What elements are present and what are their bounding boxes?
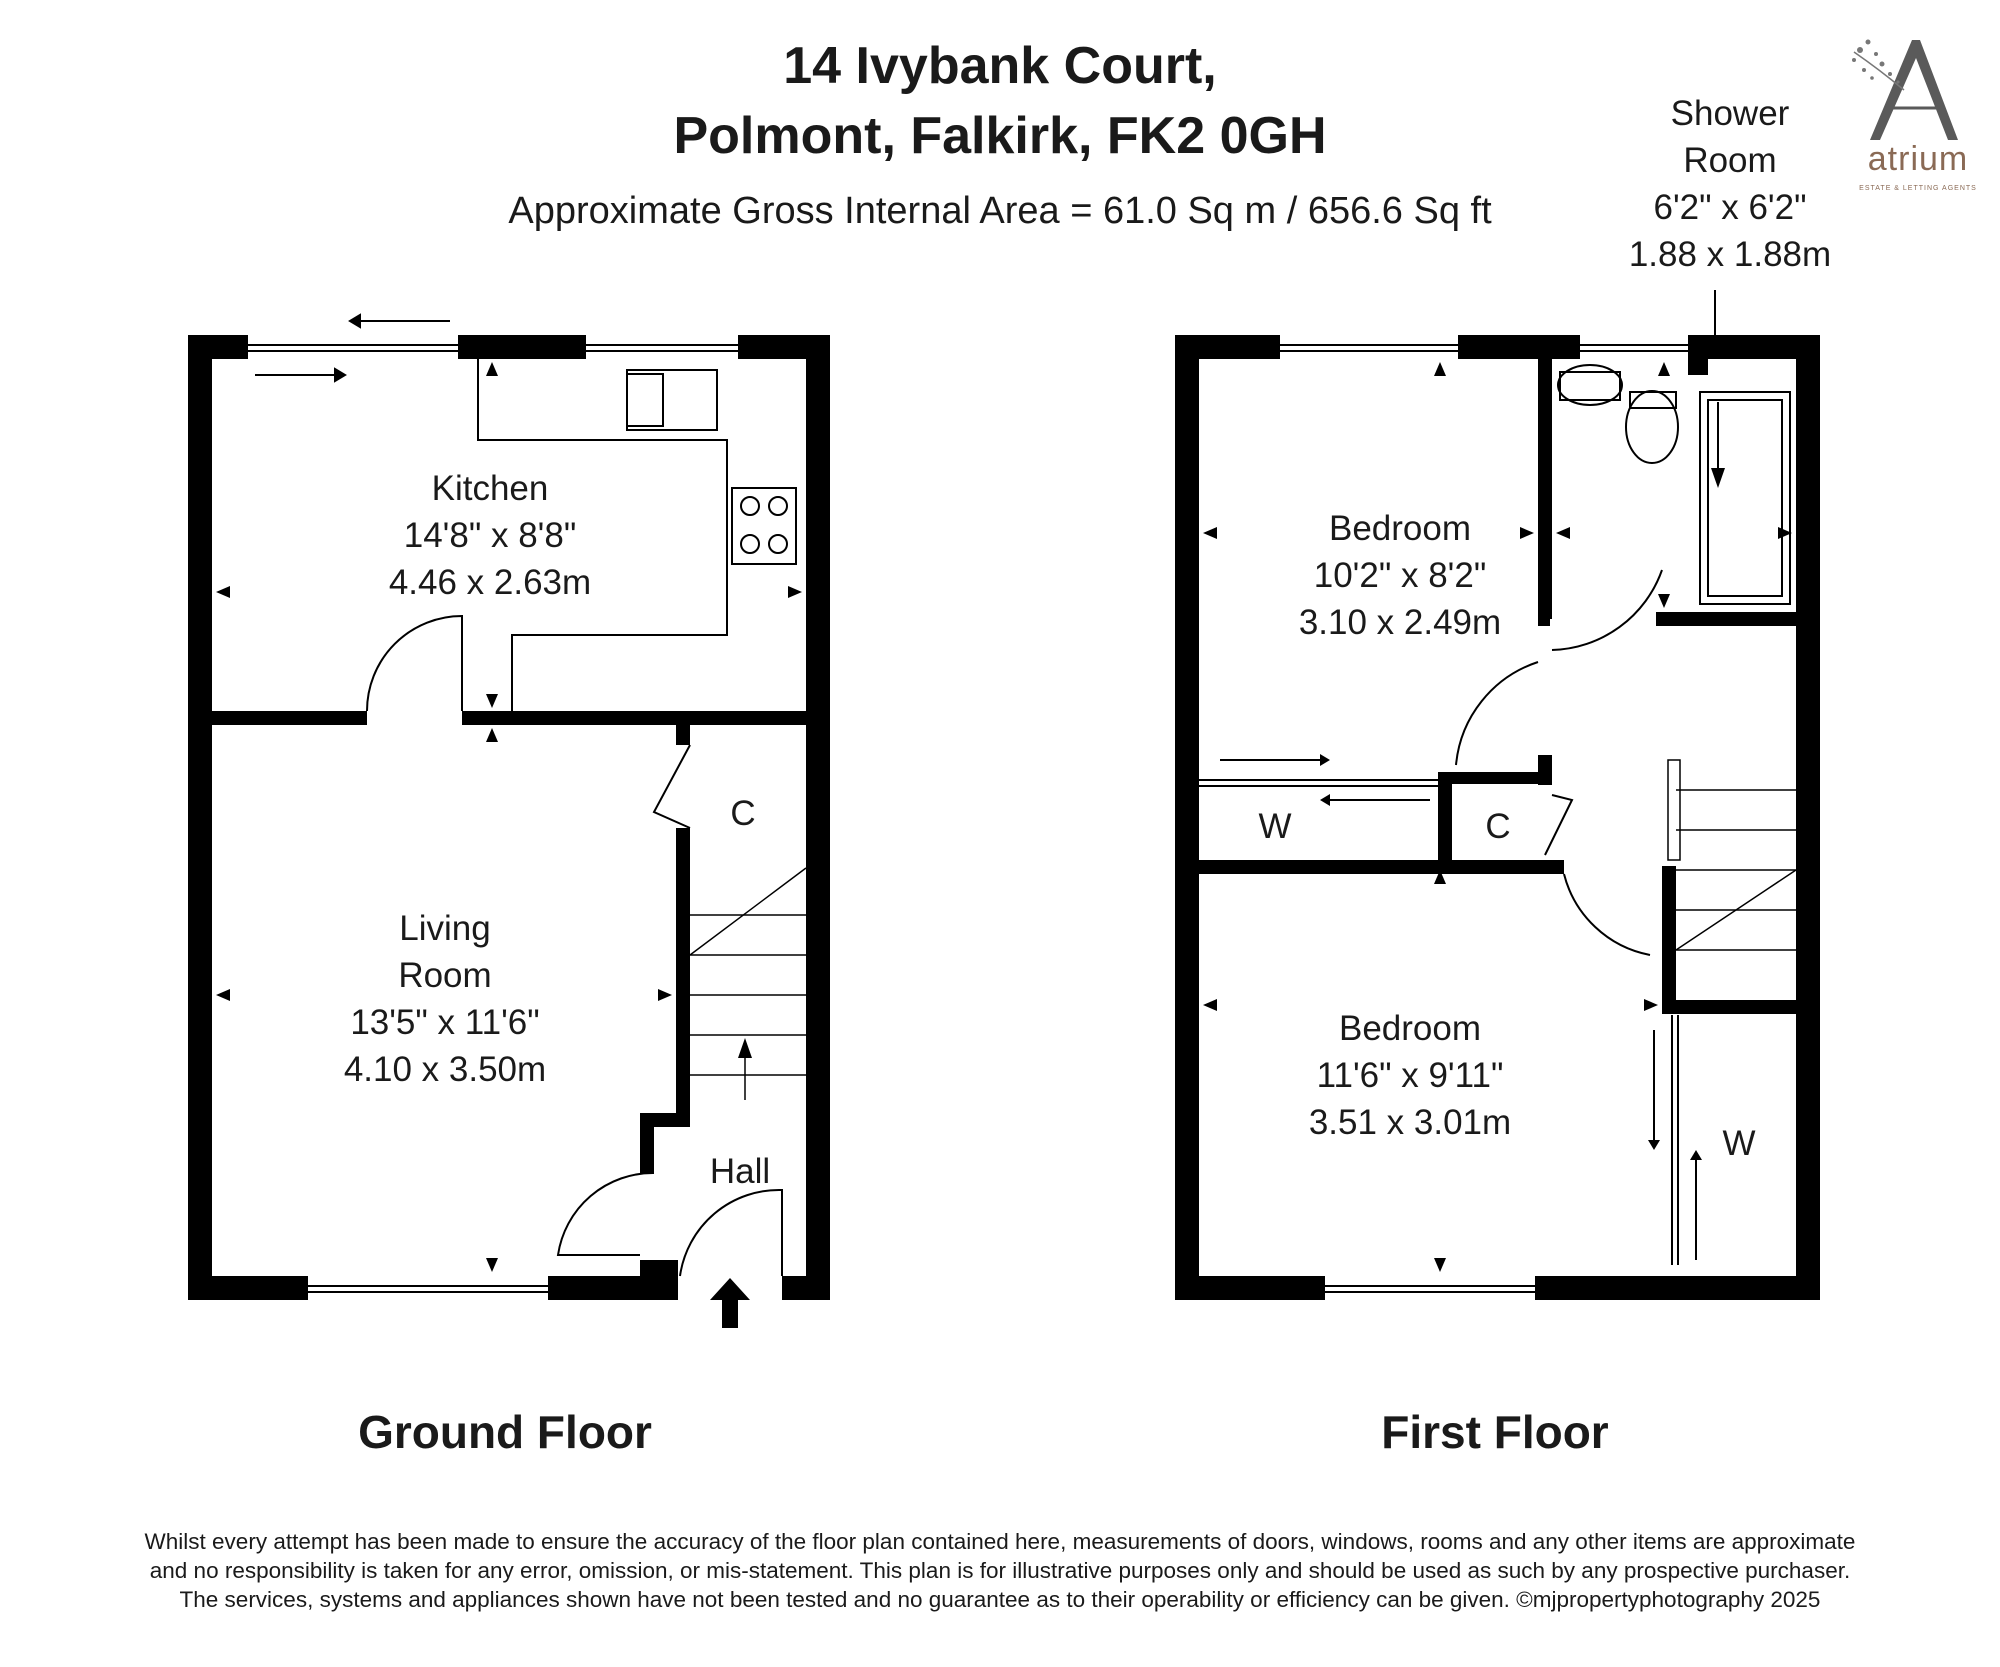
door-front [679, 1188, 783, 1277]
entrance-arrow-icon [710, 1278, 750, 1328]
ff-wall-right [1796, 335, 1820, 1300]
ff-window-bed1 [1280, 344, 1458, 352]
door-cupboard [652, 744, 691, 829]
ff-c-wall-upper [1538, 755, 1552, 785]
ground-floor-label: Ground Floor [358, 1406, 652, 1458]
ff-shower-bottom-wall [1656, 612, 1796, 626]
kitchen-worktop [477, 359, 728, 711]
room-living: Living Room 13'5" x 11'6" 4.10 x 3.50m [310, 905, 580, 1093]
room-name-2: Room [398, 956, 492, 995]
kitchen-hob [731, 487, 797, 565]
gf-stairs [689, 867, 807, 1100]
gross-internal-area: Approximate Gross Internal Area = 61.0 S… [508, 190, 1492, 232]
room-imperial: 13'5" x 11'6" [350, 1003, 540, 1042]
ff-wall-bottom-a [1175, 1276, 1325, 1300]
room-name-2: Room [1683, 141, 1777, 180]
address-line-1: 14 Ivybank Court, [783, 37, 1217, 95]
gf-hall-wall [640, 1113, 654, 1173]
room-shower: Shower Room 6'2" x 6'2" 1.88 x 1.88m [1590, 90, 1870, 278]
address-line-2: Polmont, Falkirk, FK2 0GH [673, 107, 1327, 165]
room-wardrobe-1: W [1258, 807, 1292, 846]
gf-window-living [308, 1285, 548, 1293]
ff-bed1-right-wall [1538, 359, 1552, 619]
door-bed1 [1455, 661, 1539, 766]
room-imperial: 6'2" x 6'2" [1653, 188, 1807, 227]
room-cupboard-gf: C [730, 794, 756, 833]
ff-window-bed2 [1325, 1285, 1535, 1293]
ff-wardrobe2-door [1671, 1015, 1679, 1265]
gf-wall-left [188, 335, 212, 1300]
ff-stub [1538, 612, 1550, 626]
ff-wardrobe-divider [1438, 772, 1452, 872]
ff-shower-corner [1688, 335, 1708, 375]
disclaimer: Whilst every attempt has been made to en… [40, 1527, 1960, 1614]
room-metric: 3.10 x 2.49m [1298, 603, 1502, 642]
gf-wall-top-a [188, 335, 248, 359]
gf-wall-right [806, 335, 830, 1300]
room-cupboard-ff: C [1485, 807, 1511, 846]
ff-wall-bottom-b [1535, 1276, 1820, 1300]
disclaimer-line-2: and no responsibility is taken for any e… [149, 1558, 1851, 1583]
room-imperial: 11'6" x 9'11" [1316, 1056, 1504, 1095]
gf-window-kitchen-1 [248, 344, 458, 352]
ff-window-shower [1580, 344, 1688, 352]
room-imperial: 14'8" x 8'8" [403, 516, 577, 555]
gf-wall-bottom-b [548, 1276, 678, 1300]
door-shower [1551, 569, 1663, 651]
room-name: Kitchen [431, 469, 549, 508]
room-wardrobe-2: W [1722, 1124, 1756, 1163]
disclaimer-line-1: Whilst every attempt has been made to en… [144, 1529, 1856, 1554]
ff-wall-left [1175, 335, 1199, 1300]
door-c [1544, 794, 1574, 856]
room-name: Bedroom [1338, 1009, 1482, 1048]
ff-wall-top-a [1175, 335, 1280, 359]
door-living [556, 1171, 655, 1256]
gf-wall-bottom-c [782, 1276, 830, 1300]
door-bed2 [1563, 873, 1651, 956]
room-bedroom-2: Bedroom 11'6" x 9'11" 3.51 x 3.01m [1260, 1005, 1560, 1146]
gf-divider-b [462, 711, 806, 725]
gf-stair-wall [676, 828, 690, 1113]
room-metric: 4.46 x 2.63m [388, 563, 592, 602]
ff-wall-top-b [1458, 335, 1580, 359]
ff-stair-wall [1662, 866, 1676, 1011]
room-name-1: Shower [1670, 94, 1790, 133]
room-metric: 3.51 x 3.01m [1308, 1103, 1512, 1142]
room-kitchen: Kitchen 14'8" x 8'8" 4.46 x 2.63m [360, 465, 620, 606]
disclaimer-line-3: The services, systems and appliances sho… [179, 1587, 1821, 1612]
logo-tagline: ESTATE & LETTING AGENTS [1859, 185, 1977, 192]
ff-stairs [1667, 759, 1797, 951]
gf-wall-bottom-a [188, 1276, 308, 1300]
first-floor-label: First Floor [1381, 1406, 1609, 1458]
room-name: Bedroom [1328, 509, 1472, 548]
shower-fittings [1557, 364, 1791, 605]
gf-hall-stub [640, 1260, 678, 1276]
ff-landing-wall [1199, 860, 1564, 874]
gf-cupboard-wall-top [676, 725, 690, 745]
ff-wardrobe1-door [1199, 779, 1438, 787]
ff-wardrobe2-top [1662, 1000, 1796, 1014]
room-imperial: 10'2" x 8'2" [1313, 556, 1487, 595]
room-bedroom-1: Bedroom 10'2" x 8'2" 3.10 x 2.49m [1270, 505, 1530, 646]
gf-window-kitchen-2 [586, 344, 738, 352]
door-kitchen [366, 614, 463, 712]
room-metric: 4.10 x 3.50m [343, 1050, 547, 1089]
room-name-1: Living [399, 909, 491, 948]
gf-divider-a [212, 711, 367, 725]
room-hall: Hall [709, 1152, 771, 1191]
logo-wordmark: atrium [1867, 140, 1969, 178]
room-metric: 1.88 x 1.88m [1628, 235, 1832, 274]
gf-wall-top-b [458, 335, 586, 359]
ff-wardrobe-top [1438, 772, 1546, 784]
letter-a-tree-icon [1852, 39, 1958, 140]
kitchen-sink [626, 369, 718, 431]
